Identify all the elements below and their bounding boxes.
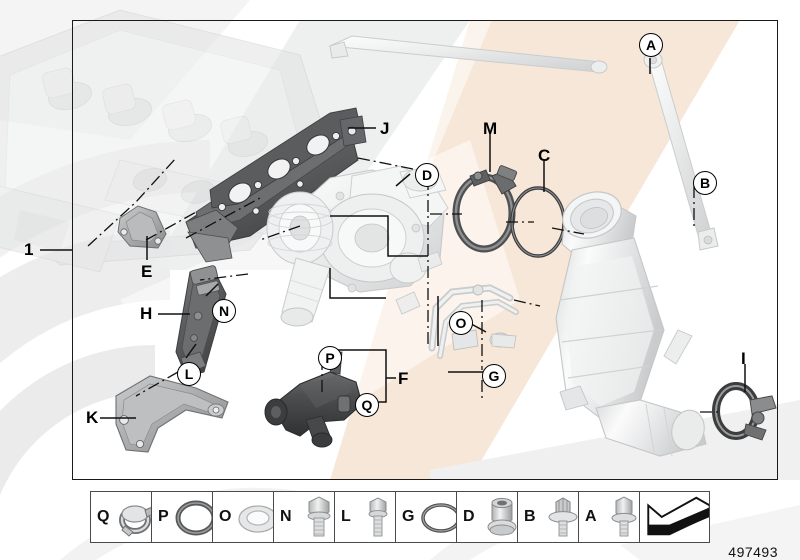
legend-cell-N[interactable]: N bbox=[274, 492, 335, 542]
legend-code-B: B bbox=[524, 508, 536, 525]
strut-rod bbox=[643, 51, 719, 251]
callout-1: 1 bbox=[24, 240, 34, 259]
support-bracket bbox=[175, 265, 227, 377]
callout-P: P bbox=[318, 346, 342, 370]
hex-head-bolt-icon bbox=[599, 492, 639, 542]
torx-washer-bolt-icon bbox=[538, 492, 578, 542]
axis-H-K bbox=[135, 371, 179, 397]
legend-cell-O[interactable]: O bbox=[213, 492, 274, 542]
callout-G: G bbox=[482, 364, 506, 388]
thin-gasket-ring-icon bbox=[416, 492, 456, 542]
legend-code-A: A bbox=[585, 508, 597, 525]
diagram-number: 497493 bbox=[728, 544, 778, 560]
legend-cell-P[interactable]: P bbox=[152, 492, 213, 542]
legend-code-L: L bbox=[341, 508, 351, 525]
legend-cell-B[interactable]: B bbox=[518, 492, 579, 542]
oil-supply-line bbox=[428, 284, 519, 359]
legend-cell-arrow[interactable] bbox=[640, 492, 709, 542]
legend-cell-A[interactable]: A bbox=[579, 492, 640, 542]
leader-D bbox=[395, 173, 411, 187]
bracket-turbo-lower bbox=[329, 268, 386, 299]
legend-code-N: N bbox=[280, 508, 292, 525]
leader-N bbox=[205, 283, 219, 297]
parts-legend: Q P O bbox=[90, 491, 710, 543]
exhaust-manifold-gasket bbox=[185, 107, 367, 263]
callout-E: E bbox=[141, 262, 153, 281]
callout-L: L bbox=[177, 362, 201, 386]
legend-code-O: O bbox=[219, 508, 232, 525]
callout-O: O bbox=[449, 311, 473, 335]
legend-cell-G[interactable]: G bbox=[396, 492, 457, 542]
hex-flange-bolt-icon bbox=[353, 492, 395, 542]
callout-I: I bbox=[741, 349, 746, 368]
axis-E-head bbox=[87, 157, 177, 247]
legend-code-D: D bbox=[463, 508, 475, 525]
callout-F: F bbox=[398, 369, 409, 388]
legend-cell-D[interactable]: D bbox=[457, 492, 518, 542]
exhaust-clamp bbox=[712, 382, 777, 441]
callout-K: K bbox=[86, 408, 99, 427]
upper-tie-rod bbox=[328, 35, 608, 74]
legend-cell-Q[interactable]: Q bbox=[91, 492, 152, 542]
legend-code-P: P bbox=[158, 508, 169, 525]
collar-nut-icon bbox=[477, 492, 517, 542]
callout-A: A bbox=[639, 33, 663, 57]
catalytic-converter bbox=[555, 191, 707, 457]
callout-N: N bbox=[212, 299, 236, 323]
spring-hose-clamp-icon bbox=[111, 492, 151, 542]
o-ring-seal-icon bbox=[171, 492, 212, 542]
callout-J: J bbox=[380, 119, 390, 138]
callout-M: M bbox=[483, 119, 498, 138]
legend-code-G: G bbox=[402, 508, 415, 525]
axis-O-right bbox=[513, 299, 541, 307]
callout-C: C bbox=[538, 146, 551, 165]
flat-washer-icon bbox=[233, 492, 273, 542]
axis-H-top bbox=[199, 273, 249, 281]
legend-cell-L[interactable]: L bbox=[335, 492, 396, 542]
small-bracket bbox=[117, 205, 167, 249]
callout-B: B bbox=[693, 171, 717, 195]
axis-turbo-left bbox=[259, 225, 301, 241]
bracket-turbo-upper bbox=[330, 215, 428, 257]
lower-bracket bbox=[115, 375, 229, 453]
main-assembly-frame bbox=[72, 20, 778, 480]
callout-H: H bbox=[140, 304, 153, 323]
axis-J-left bbox=[185, 197, 261, 239]
axis-C-cat bbox=[551, 227, 585, 235]
leader-L bbox=[185, 343, 197, 359]
axis-E-to-J bbox=[145, 211, 197, 241]
callout-D: D bbox=[415, 163, 439, 187]
callout-Q: Q bbox=[355, 393, 379, 417]
axis-J-D bbox=[357, 157, 419, 171]
legend-code-Q: Q bbox=[97, 508, 110, 525]
turbo-connector bbox=[395, 291, 421, 315]
direction-arrow-icon bbox=[640, 492, 709, 542]
hex-flange-bolt-icon bbox=[294, 492, 334, 542]
